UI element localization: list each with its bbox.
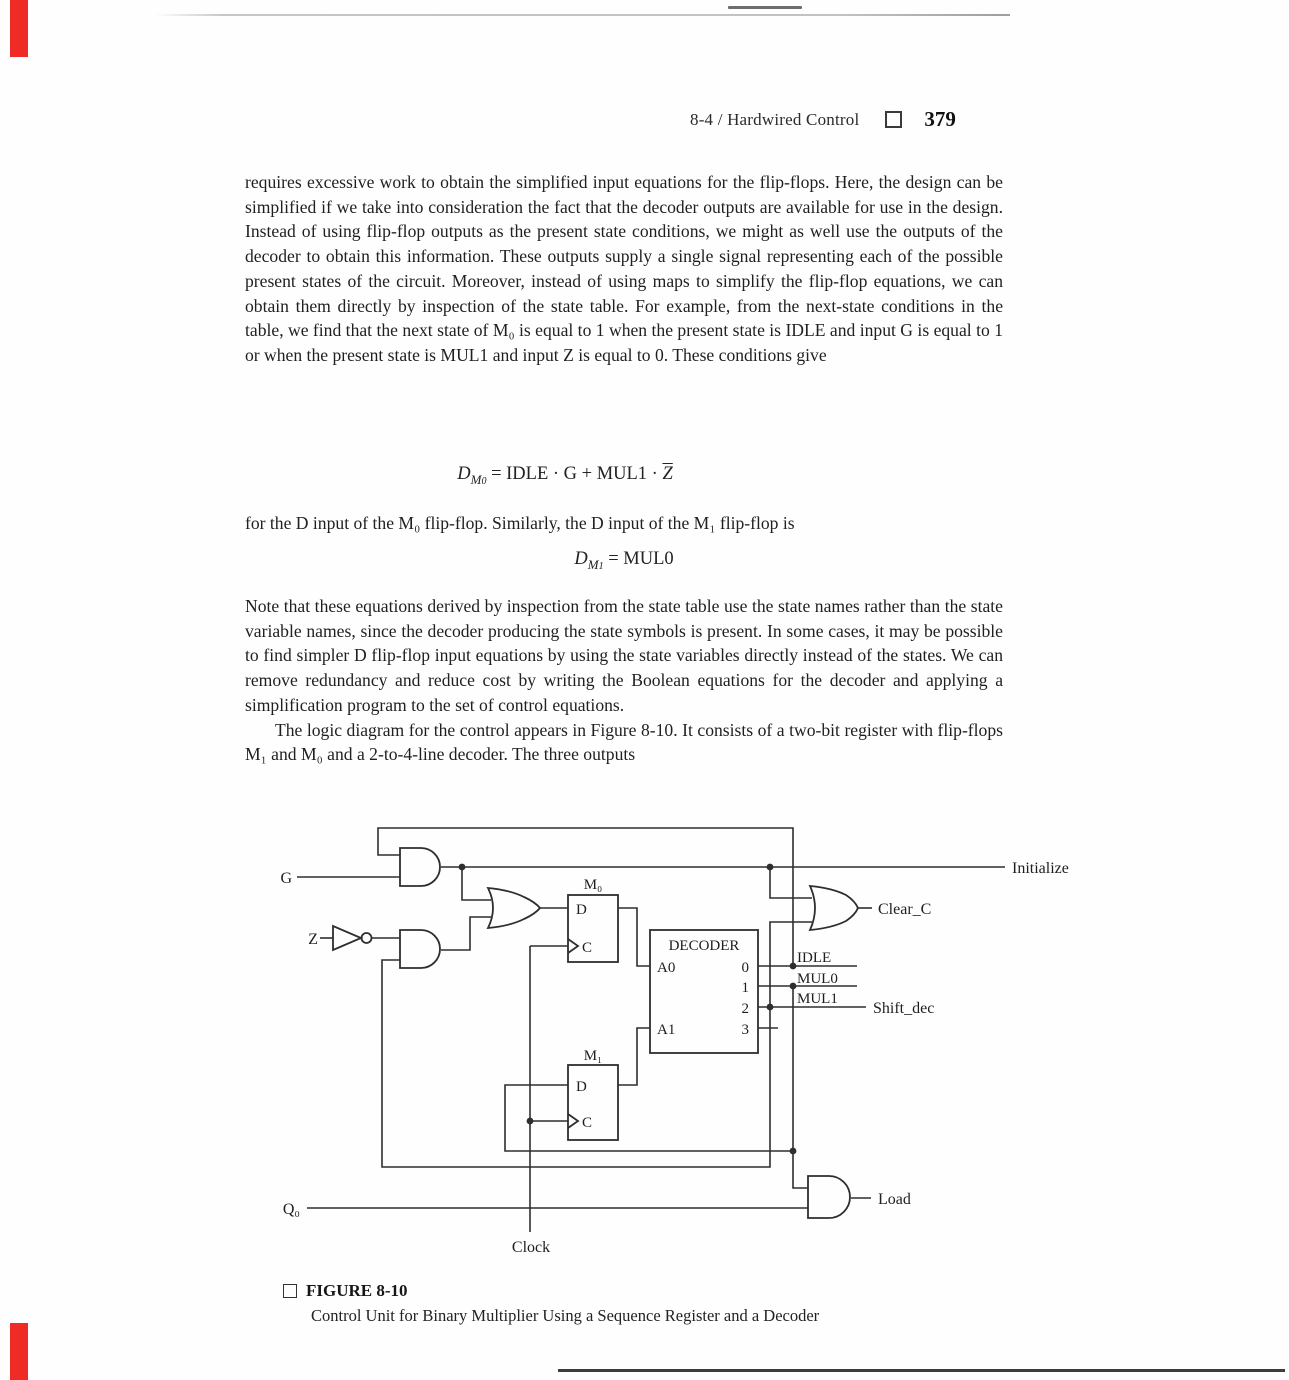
label-shiftdec-output: Shift_dec [873, 1000, 934, 1017]
equation-dm1: DM1 = MUL0 [245, 549, 1003, 573]
wire-mul0-to-load [792, 1151, 808, 1189]
paragraph-3-block: Note that these equations derived by ins… [245, 594, 1003, 767]
label-idle-state: IDLE [797, 950, 831, 966]
not-gate-z-bubble [360, 932, 373, 944]
flipflop-m0 [567, 894, 619, 963]
label-q0-input: Q₀ [283, 1201, 300, 1218]
equation-dm0: DM0 = IDLE · G + MUL1 · Z [245, 464, 1003, 488]
wire-mul1-feedback [381, 959, 771, 1168]
paragraph-1-block: requires excessive work to obtain the si… [245, 170, 1003, 368]
or-gate-dm0 [486, 886, 542, 930]
figure-caption-text: Control Unit for Binary Multiplier Using… [311, 1306, 820, 1325]
flipflop-m0-clock-wedge-icon [567, 938, 580, 954]
paragraph-4: The logic diagram for the control appear… [245, 719, 1003, 765]
label-decoder: DECODER [669, 938, 740, 954]
wire-initialize-to-or1 [461, 867, 491, 901]
label-out2: 2 [742, 1001, 750, 1017]
and-gate-initialize [399, 847, 441, 887]
label-clock: Clock [512, 1239, 550, 1256]
red-corner-mark-bottom [10, 1323, 28, 1380]
or-gate-clearc [808, 884, 859, 932]
label-mul0-state: MUL0 [797, 971, 838, 987]
scan-artifact-bottom-line [558, 1369, 1285, 1372]
section-title: 8-4 / Hardwired Control [690, 109, 860, 129]
label-out1: 1 [742, 980, 750, 996]
label-z-input: Z [308, 931, 318, 948]
flipflop-m1 [567, 1064, 619, 1141]
label-m0-c: C [582, 940, 592, 956]
label-m0-d: D [576, 902, 587, 918]
flipflop-m1-clock-wedge-icon [567, 1113, 580, 1129]
paragraph-2-block: for the D input of the M₀ flip-flop. Sim… [245, 511, 1003, 536]
label-initialize-output: Initialize [1012, 860, 1069, 877]
scan-artifact-top-line [155, 14, 1010, 16]
red-corner-mark-top [10, 0, 28, 57]
label-clearc-output: Clear_C [878, 901, 931, 918]
paragraph-3: Note that these equations derived by ins… [245, 596, 1003, 715]
eq2-lhs: D [574, 549, 588, 569]
not-gate-z [332, 924, 364, 952]
label-g-input: G [280, 870, 292, 887]
eq1-rhs: = IDLE · G + MUL1 · [486, 464, 663, 484]
label-load-output: Load [878, 1191, 911, 1208]
wire-idle-feedback [377, 827, 794, 966]
eq2-subscript: M1 [587, 556, 604, 572]
wire-mul1-to-clearc [769, 921, 812, 1007]
label-m1-c: C [582, 1115, 592, 1131]
label-a1: A1 [657, 1022, 675, 1038]
square-bullet-icon [283, 1284, 297, 1298]
junction-dots [458, 863, 797, 1155]
wire-mul0-to-m1d [504, 1084, 793, 1152]
wire-m0q-to-a0 [618, 907, 650, 967]
label-out3: 3 [742, 1022, 750, 1038]
label-out0: 0 [742, 960, 750, 976]
eq1-lhs: D [457, 464, 471, 484]
page-header: 8-4 / Hardwired Control 379 [690, 107, 956, 132]
label-m1-d: D [576, 1079, 587, 1095]
figure-caption-label: FIGURE 8-10 [306, 1281, 408, 1300]
wire-initialize-to-clearc [769, 867, 812, 899]
label-mul1-state: MUL1 [797, 991, 838, 1007]
wire-m1q-to-a1 [618, 1027, 650, 1086]
and-gate-znot-mul1 [399, 929, 441, 969]
scan-artifact-top-dash [728, 6, 802, 9]
label-m1: M₁ [584, 1048, 603, 1064]
page-number: 379 [924, 107, 956, 131]
eq1-overline-term: Z [662, 464, 673, 484]
paragraph-1: requires excessive work to obtain the si… [245, 172, 1003, 365]
wires [297, 827, 1005, 1232]
label-m0: M₀ [584, 877, 603, 893]
and-gate-load [807, 1175, 851, 1219]
eq1-subscript: M0 [470, 471, 487, 487]
paragraph-2: for the D input of the M₀ flip-flop. Sim… [245, 513, 795, 533]
decoder-box [649, 929, 759, 1054]
eq2-rhs: = MUL0 [603, 549, 674, 569]
wire-and2-to-or1 [441, 916, 491, 951]
figure-caption: FIGURE 8-10 [283, 1281, 408, 1301]
square-bullet-icon [885, 111, 903, 128]
label-a0: A0 [657, 960, 675, 976]
